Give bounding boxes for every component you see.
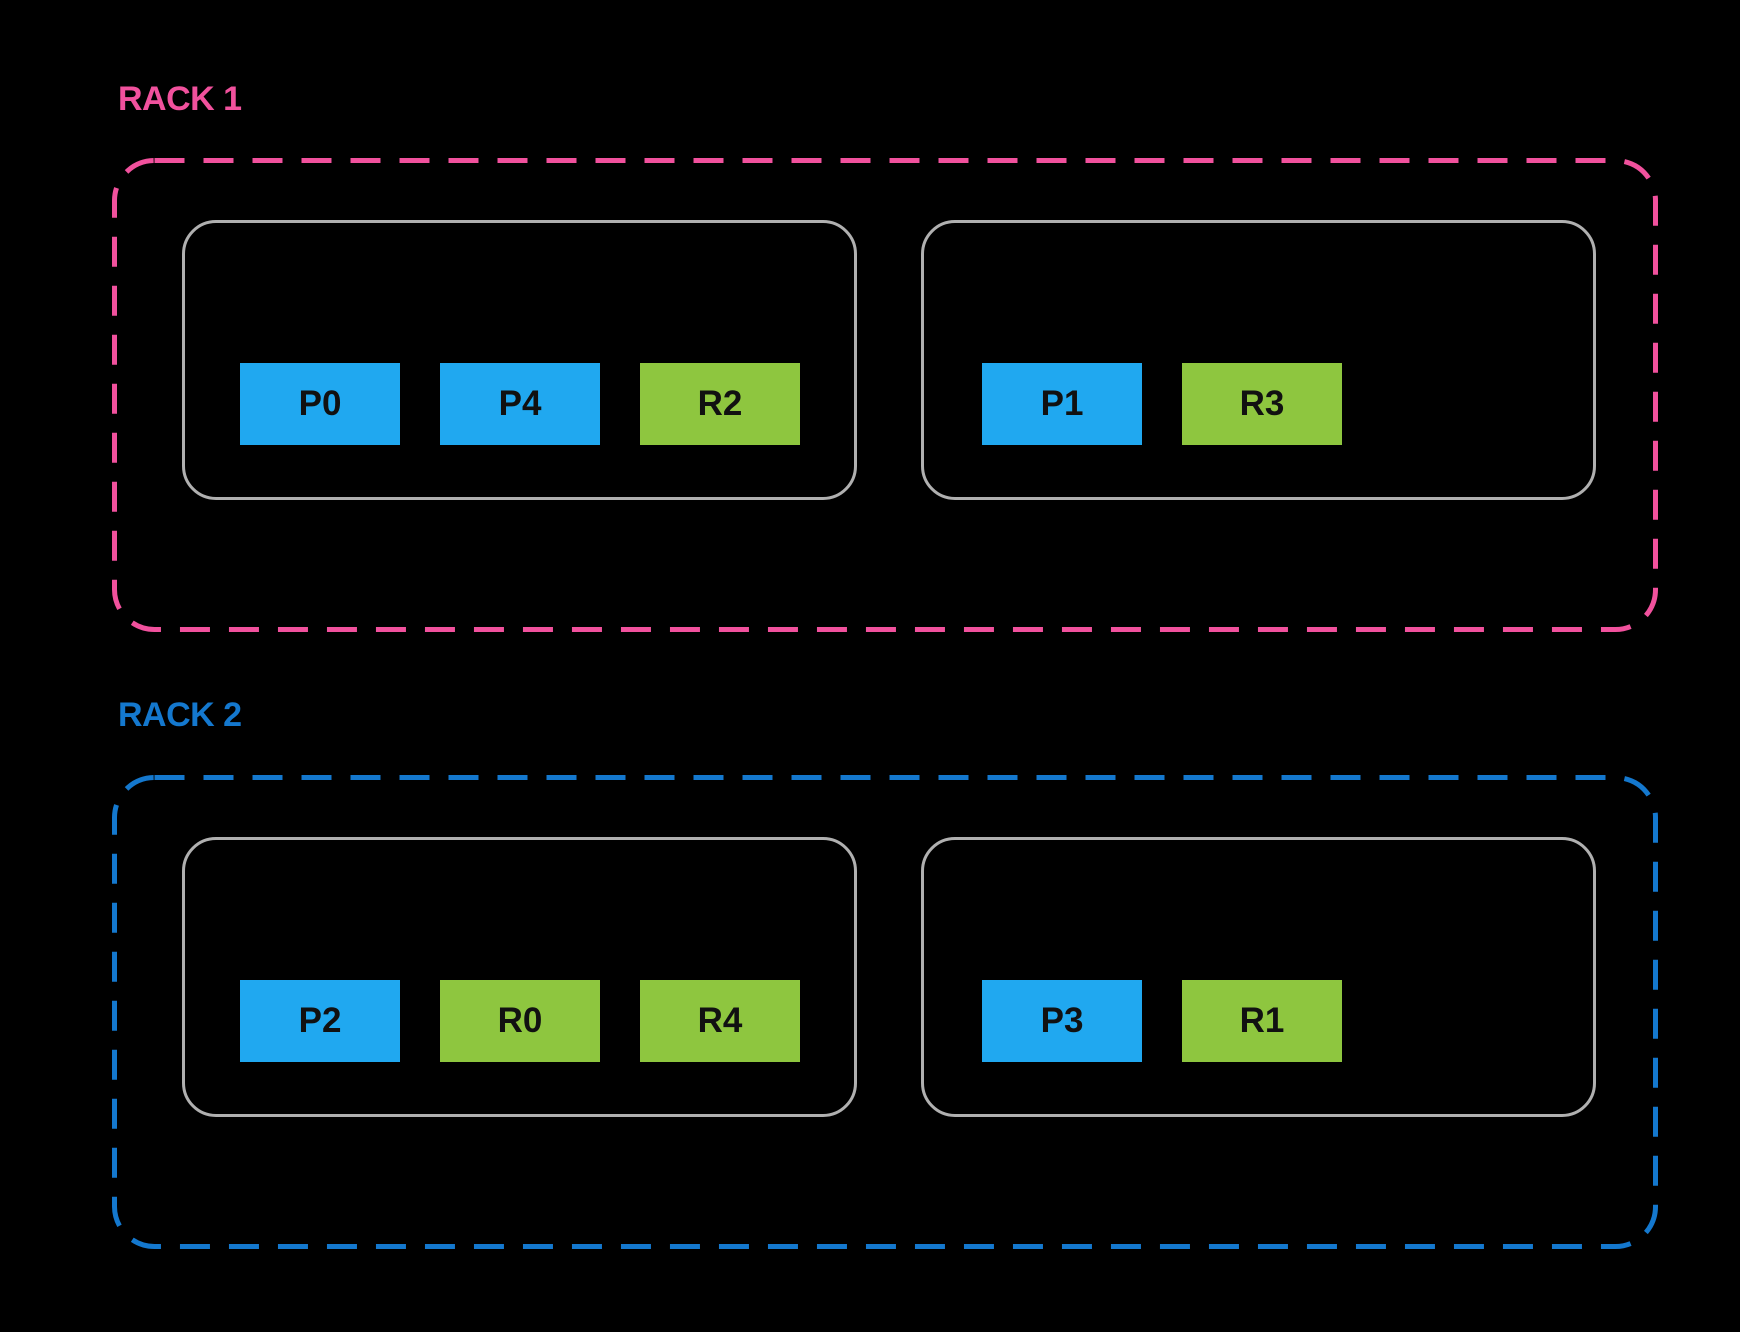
block-p4: P4 [440,363,600,445]
rack-1-dashed-border [112,158,1658,632]
block-p3: P3 [982,980,1142,1062]
block-p0: P0 [240,363,400,445]
rack-2-node-2: P3 R1 [921,837,1596,1117]
rack-1-node-2: P1 R3 [921,220,1596,500]
block-r1: R1 [1182,980,1342,1062]
block-r4: R4 [640,980,800,1062]
rack-2-dashed-border [112,775,1658,1249]
rack-2-boundary: P2 R0 R4 P3 R1 [112,775,1658,1249]
rack-2-label: RACK 2 [118,696,242,734]
block-p2: P2 [240,980,400,1062]
block-p1: P1 [982,363,1142,445]
block-r3: R3 [1182,363,1342,445]
rack-1-node-1: P0 P4 R2 [182,220,857,500]
block-r0: R0 [440,980,600,1062]
block-r2: R2 [640,363,800,445]
rack-1-label: RACK 1 [118,80,242,118]
rack-1-boundary: P0 P4 R2 P1 R3 [112,158,1658,632]
rack-2-node-1: P2 R0 R4 [182,837,857,1117]
